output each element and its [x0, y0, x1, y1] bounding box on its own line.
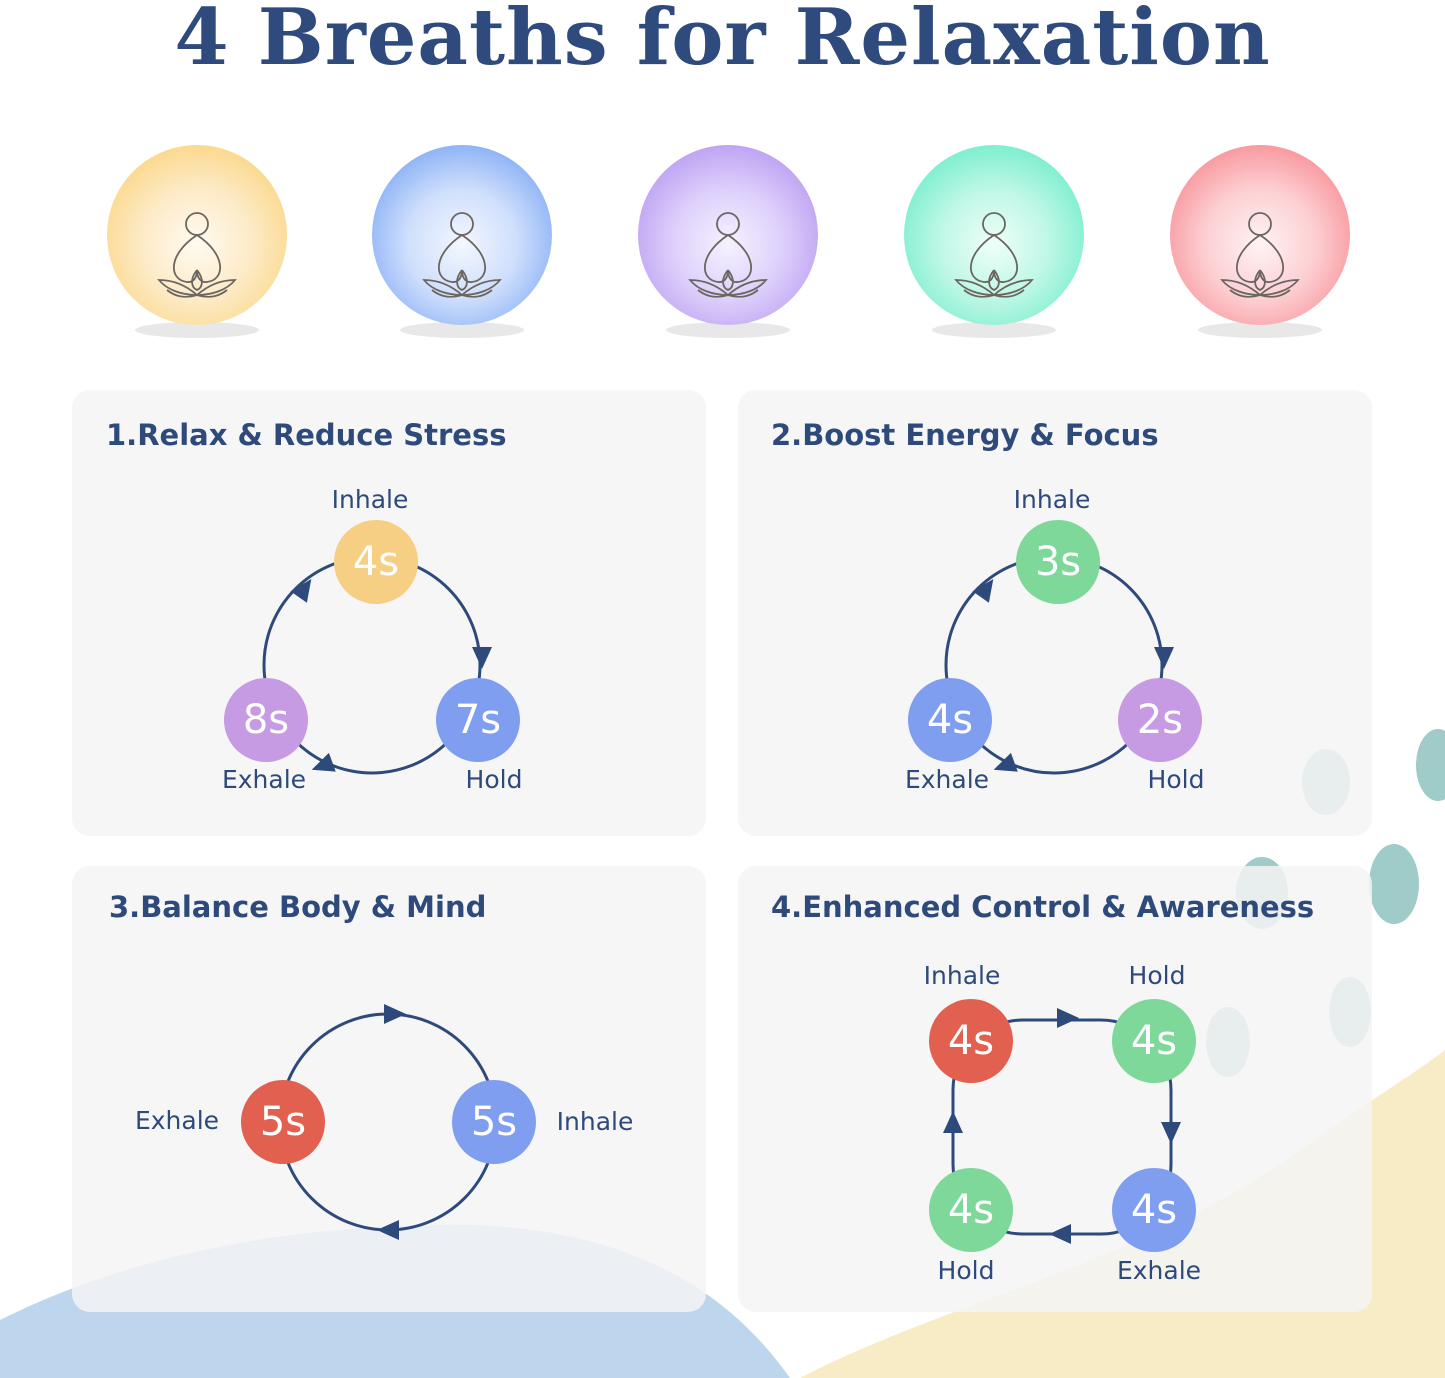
- step-circle: [1112, 999, 1196, 1083]
- step-label: Hold: [938, 1256, 995, 1285]
- lamp-orb: [904, 145, 1084, 338]
- step-duration: 2s: [1137, 697, 1183, 743]
- arrow-icon: [972, 578, 994, 603]
- meditation-lotus-icon: [688, 212, 768, 298]
- meditation-lotus-icon: [1220, 212, 1300, 298]
- card-title: 2.Boost Energy & Focus: [771, 418, 1159, 452]
- breath-step: 3s Inhale: [1014, 485, 1100, 604]
- meditation-lotus-icon: [954, 212, 1034, 298]
- arrow-icon: [377, 1220, 399, 1240]
- arrow-icon: [993, 752, 1018, 772]
- breath-step: 4s Hold: [1112, 961, 1196, 1083]
- step-duration: 8s: [243, 697, 289, 743]
- step-label: Inhale: [557, 1107, 634, 1136]
- step-label: Exhale: [905, 765, 989, 794]
- step-circle: [1016, 520, 1100, 604]
- arrow-icon: [1161, 1122, 1181, 1144]
- card-boost-energy: 2.Boost Energy & Focus: [738, 390, 1372, 836]
- card-title: 4.Enhanced Control & Awareness: [771, 890, 1315, 924]
- lamp-orb: [638, 145, 818, 338]
- arrow-icon: [1057, 1008, 1079, 1028]
- arrow-icon: [1154, 647, 1174, 669]
- step-duration: 4s: [948, 1187, 994, 1233]
- page-title: 4 Breaths for Relaxation: [174, 0, 1271, 83]
- lamp-orb: [107, 145, 287, 338]
- breath-step: 4s Inhale: [924, 961, 1013, 1083]
- arrow-icon: [472, 647, 492, 669]
- meditation-lotus-icon: [157, 212, 237, 298]
- orb-row: [107, 145, 1350, 338]
- step-duration: 4s: [948, 1018, 994, 1064]
- step-duration: 5s: [471, 1099, 517, 1145]
- step-circle: [436, 678, 520, 762]
- arrow-icon: [943, 1111, 963, 1133]
- step-circle: [908, 678, 992, 762]
- breath-step: 5s Inhale: [452, 1080, 633, 1164]
- step-label: Hold: [1148, 765, 1205, 794]
- arrow-icon: [290, 578, 312, 603]
- breath-step: 5s Exhale: [135, 1080, 325, 1164]
- step-duration: 5s: [260, 1099, 306, 1145]
- lamp-orb: [372, 145, 552, 338]
- step-label: Exhale: [222, 765, 306, 794]
- step-label: Inhale: [1014, 485, 1091, 514]
- arrow-icon: [1049, 1224, 1071, 1244]
- step-label: Inhale: [924, 961, 1001, 990]
- step-label: Hold: [466, 765, 523, 794]
- step-circle: [1118, 678, 1202, 762]
- step-label: Exhale: [1117, 1256, 1201, 1285]
- step-duration: 4s: [353, 539, 399, 585]
- step-duration: 7s: [455, 697, 501, 743]
- step-circle: [241, 1080, 325, 1164]
- step-circle: [929, 999, 1013, 1083]
- step-circle: [929, 1168, 1013, 1252]
- card-balance: 3.Balance Body & Mind: [72, 866, 706, 1312]
- step-duration: 4s: [1131, 1018, 1177, 1064]
- step-circle: [224, 678, 308, 762]
- step-label: Hold: [1129, 961, 1186, 990]
- meditation-lotus-icon: [422, 212, 502, 298]
- arrow-icon: [311, 752, 336, 772]
- card-relax: 1.Relax & Reduce Stress: [72, 390, 706, 836]
- card-title: 1.Relax & Reduce Stress: [106, 418, 507, 452]
- step-label: Exhale: [135, 1106, 219, 1135]
- step-circle: [452, 1080, 536, 1164]
- step-duration: 4s: [1131, 1187, 1177, 1233]
- step-duration: 4s: [927, 697, 973, 743]
- step-label: Inhale: [332, 485, 409, 514]
- step-duration: 3s: [1035, 539, 1081, 585]
- breath-step: 4s Inhale: [332, 485, 418, 604]
- step-circle: [1112, 1168, 1196, 1252]
- arrow-icon: [384, 1004, 406, 1024]
- lamp-orb: [1170, 145, 1350, 338]
- card-title: 3.Balance Body & Mind: [109, 890, 487, 924]
- step-circle: [334, 520, 418, 604]
- card-control-awareness: 4.Enhanced Control & Awareness: [738, 866, 1372, 1312]
